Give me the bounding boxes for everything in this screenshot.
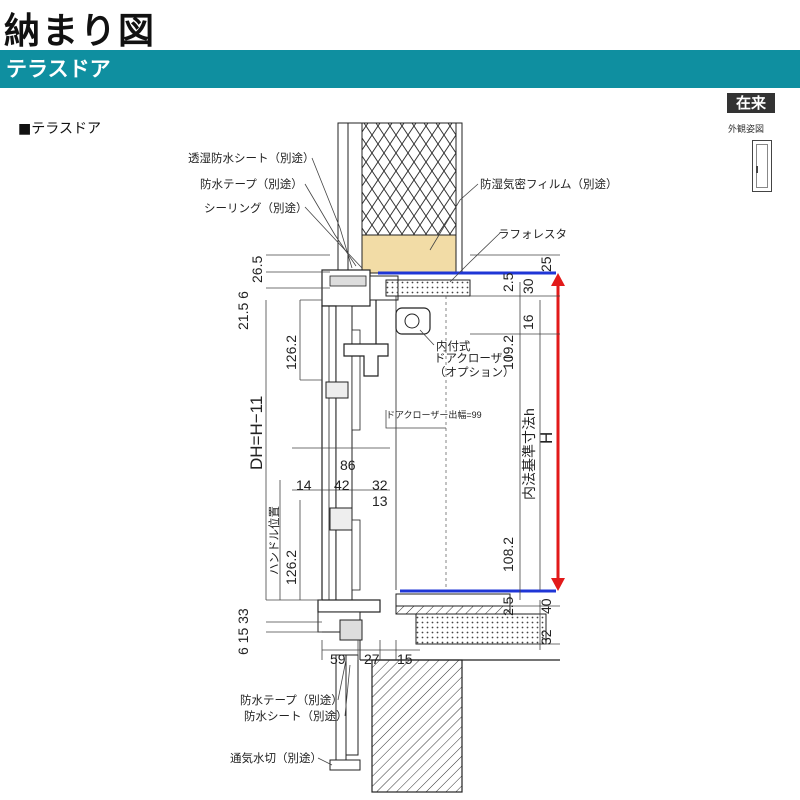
elevation-label: 外観姿図 bbox=[728, 125, 765, 135]
dim-126-2-top: 126.2 bbox=[283, 335, 299, 370]
page-title: 納まり図 bbox=[4, 11, 157, 52]
dim-108-2: 108.2 bbox=[500, 537, 516, 572]
dim-6-15-33: 6 15 33 bbox=[235, 608, 251, 655]
dim-30: 30 bbox=[520, 278, 536, 294]
height-dimension-arrow bbox=[551, 273, 565, 591]
dim-126-2-bottom: 126.2 bbox=[283, 550, 299, 585]
dim-14: 14 bbox=[296, 477, 312, 493]
construction-type-badge: 在来 bbox=[727, 93, 775, 113]
door-closer bbox=[343, 300, 431, 377]
callout-waterproof-tape-top: 防水テープ（別途） bbox=[200, 177, 303, 191]
callout-closer-2: ドアクローザー bbox=[434, 352, 514, 365]
callout-closer-span: ドアクローザー出幅=99 bbox=[386, 409, 482, 420]
dim-32-mid: 32 bbox=[372, 477, 388, 493]
section-title: ■テラスドア bbox=[18, 121, 101, 137]
callout-lath: ラフォレスタ bbox=[498, 228, 567, 241]
callout-waterproof-tape-bottom: 防水テープ（別途） bbox=[240, 693, 343, 707]
dim-32-bottom: 32 bbox=[538, 629, 554, 645]
sill-frame bbox=[317, 593, 547, 645]
callout-sealing: シーリング（別途） bbox=[204, 201, 308, 215]
dim-42: 42 bbox=[334, 477, 350, 493]
dim-handle-position: ハンドル位置 bbox=[267, 506, 281, 575]
callout-vapor-film: 防湿気密フィルム（別途） bbox=[480, 177, 618, 191]
head-frame bbox=[321, 269, 471, 307]
dim-40: 40 bbox=[538, 598, 554, 614]
callout-leaders bbox=[304, 157, 501, 766]
door-leaf bbox=[321, 305, 361, 603]
dim-86: 86 bbox=[340, 457, 356, 473]
dim-109-2: 109.2 bbox=[500, 335, 516, 370]
dim-27: 27 bbox=[364, 651, 380, 667]
dim-13: 13 bbox=[372, 493, 388, 509]
callout-closer-1: 内付式 bbox=[436, 339, 471, 353]
left-dimension-lines bbox=[265, 254, 420, 660]
dim-15: 15 bbox=[397, 651, 413, 667]
callout-waterproof-sheet-bottom: 防水シート（別途） bbox=[244, 709, 348, 723]
dim-h: H bbox=[537, 432, 556, 444]
product-banner: テラスドア bbox=[0, 50, 800, 88]
dim-21-5-6: 21.5 6 bbox=[235, 291, 251, 330]
right-dimension-lines bbox=[470, 254, 560, 650]
dim-2-5-top: 2.5 bbox=[500, 272, 516, 292]
dim-16: 16 bbox=[520, 314, 536, 330]
callout-moisture-sheet: 透湿防水シート（別途） bbox=[188, 151, 315, 165]
door-handle-icon bbox=[756, 166, 758, 173]
dim-26-5: 26.5 bbox=[249, 256, 265, 283]
callout-closer-3: （オプション） bbox=[434, 366, 515, 379]
callout-vent-drip: 通気水切（別途） bbox=[230, 751, 322, 765]
dim-inner-reference: 内法基準寸法h bbox=[521, 408, 537, 500]
dim-2-5-bottom: 2.5 bbox=[500, 596, 516, 616]
dim-25: 25 bbox=[538, 256, 554, 272]
dim-dh: DH=H−11 bbox=[247, 396, 266, 470]
dim-59: 59 bbox=[330, 651, 346, 667]
foundation bbox=[329, 640, 560, 793]
upper-wall bbox=[337, 122, 463, 274]
